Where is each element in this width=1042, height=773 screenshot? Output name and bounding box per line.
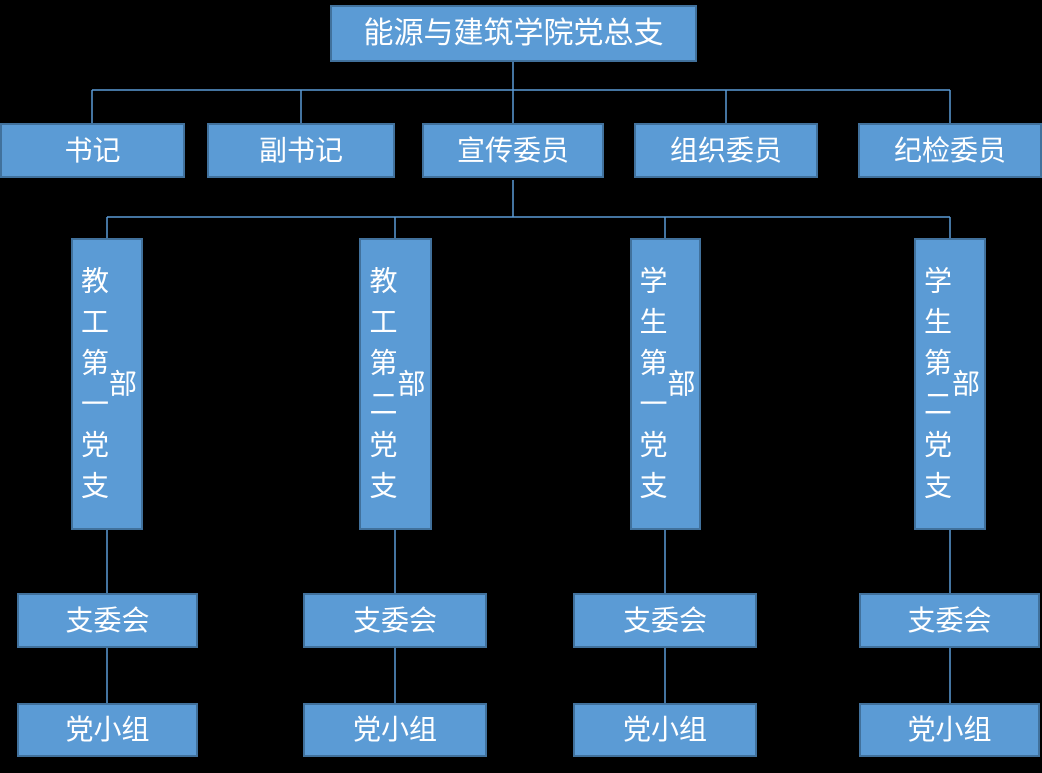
node-staff-branch-1: 教工第一党支部 — [71, 238, 143, 530]
connector-root-to-officers — [91, 62, 951, 123]
node-student-branch-2: 学生第二党支部 — [914, 238, 986, 530]
node-committee-2: 支委会 — [303, 593, 487, 648]
node-student-branch-1: 学生第一党支部 — [630, 238, 701, 530]
node-discipline-member: 纪检委员 — [858, 123, 1042, 178]
connector-branches-to-committees — [106, 530, 951, 593]
node-party-general-branch: 能源与建筑学院党总支 — [330, 5, 697, 62]
node-committee-4: 支委会 — [859, 593, 1040, 648]
node-staff-branch-2: 教工第二党支部 — [359, 238, 432, 530]
node-committee-1: 支委会 — [17, 593, 198, 648]
node-committee-3: 支委会 — [573, 593, 757, 648]
connectors — [91, 62, 951, 703]
node-party-group-4: 党小组 — [859, 703, 1040, 757]
node-party-group-1: 党小组 — [17, 703, 198, 757]
connector-committees-to-groups — [106, 648, 951, 703]
node-secretary: 书记 — [0, 123, 185, 178]
node-party-group-2: 党小组 — [303, 703, 487, 757]
node-organization-member: 组织委员 — [634, 123, 818, 178]
node-party-group-3: 党小组 — [573, 703, 757, 757]
connector-officer-to-branches — [106, 180, 951, 238]
node-deputy-secretary: 副书记 — [207, 123, 395, 178]
node-publicity-member: 宣传委员 — [422, 123, 604, 178]
